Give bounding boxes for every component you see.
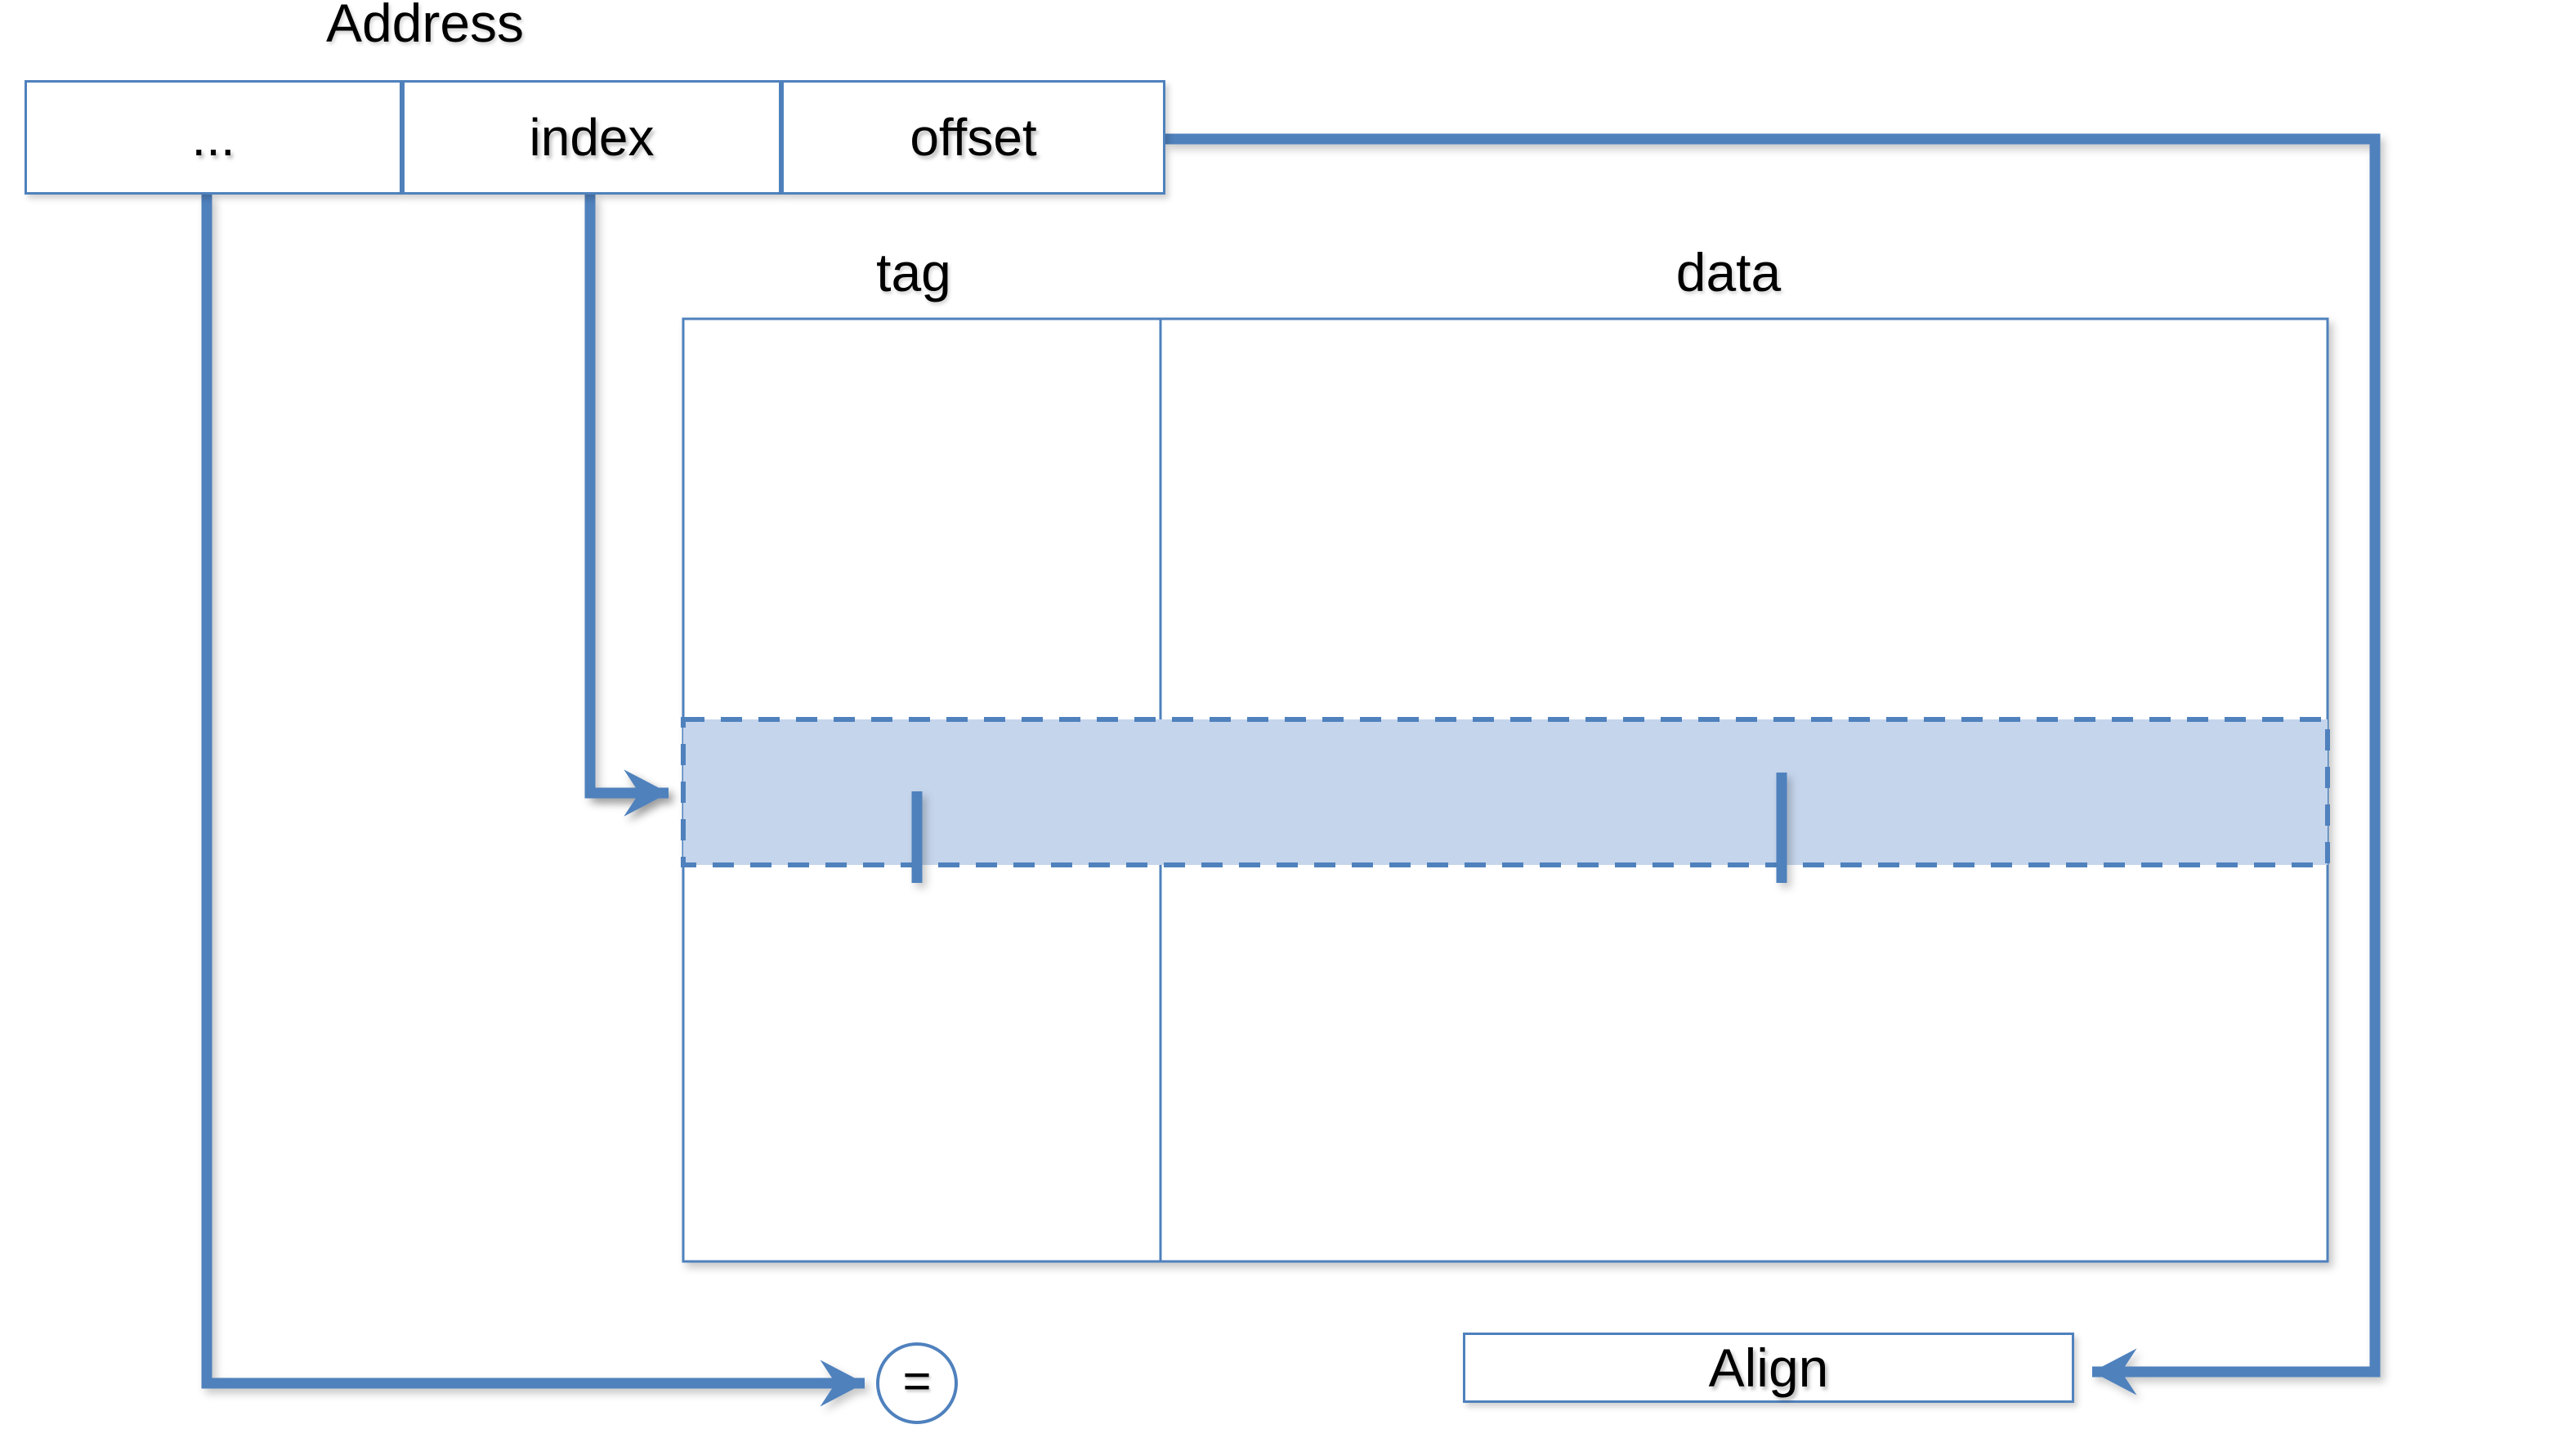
cache-column-header-data: data — [1675, 242, 1782, 302]
connector-tagbits-to-comparator — [201, 195, 865, 1407]
comparator-circle — [876, 1342, 958, 1424]
address-segment-rest[interactable]: ... — [25, 80, 402, 195]
address-segment-rest-label: ... — [191, 108, 235, 167]
align-block[interactable]: Align — [1463, 1333, 2074, 1403]
align-block-label: Align — [1708, 1337, 1829, 1398]
address-segment-index[interactable]: index — [402, 80, 781, 195]
address-segment-offset-label: offset — [910, 108, 1037, 167]
cache-column-header-tag: tag — [876, 242, 951, 302]
address-segment-offset[interactable]: offset — [781, 80, 1165, 195]
comparator-label: = — [902, 1353, 932, 1409]
address-segment-index-label: index — [529, 108, 655, 167]
connector-offset-to-align — [1165, 133, 2381, 1396]
cache-selected-row-band — [681, 717, 2330, 867]
address-title-label: Address — [325, 0, 525, 53]
